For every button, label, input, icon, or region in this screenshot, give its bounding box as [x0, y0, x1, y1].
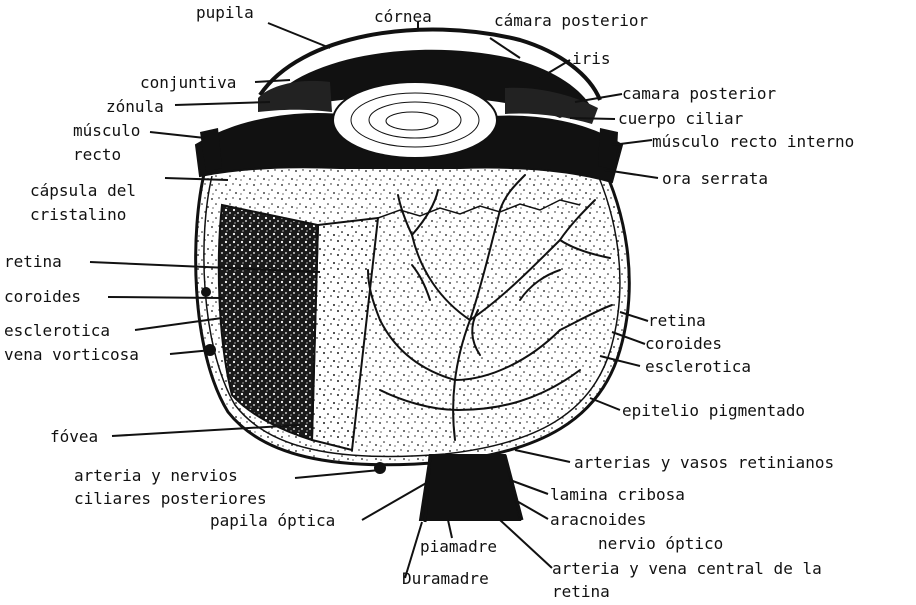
label-zonula: zónula	[106, 98, 164, 116]
label-pupila: pupila	[196, 4, 254, 22]
optic-nerve	[420, 455, 520, 520]
label-esclerotica-left: esclerotica	[4, 322, 110, 340]
label-vena-vorticosa: vena vorticosa	[4, 346, 139, 364]
label-musculo-recto-line1: músculo	[73, 122, 140, 140]
label-arteria-vena-line1: arteria y vena central de la	[552, 560, 822, 578]
label-coroides-right: coroides	[645, 335, 722, 353]
label-camara-posterior-right: camara posterior	[622, 85, 776, 103]
label-capsula-line2: cristalino	[30, 206, 126, 224]
label-coroides-left: coroides	[4, 288, 81, 306]
label-epitelio-pigmentado: epitelio pigmentado	[622, 402, 805, 420]
vorticose-vein-mark-2	[201, 287, 211, 297]
posterior-ciliary-mark	[374, 462, 386, 474]
muscle-rectus-right	[598, 128, 618, 170]
label-nervio-optico: nervio óptico	[598, 535, 723, 553]
label-arteria-vena-line2: retina	[552, 583, 610, 601]
label-iris: iris	[572, 50, 611, 68]
label-lamina-cribosa: lamina cribosa	[550, 486, 685, 504]
lens-nucleus	[386, 112, 438, 130]
label-musculo-recto-interno: músculo recto interno	[652, 133, 854, 151]
label-cuerpo-ciliar: cuerpo ciliar	[618, 110, 743, 128]
label-fovea: fóvea	[50, 428, 98, 446]
label-aracnoides: aracnoides	[550, 511, 646, 529]
label-esclerotica-right: esclerotica	[645, 358, 751, 376]
label-camara-posterior-top: cámara posterior	[494, 12, 648, 30]
label-arteria-nervios-line1: arteria y nervios	[74, 467, 238, 485]
label-arterias-vasos: arterias y vasos retinianos	[574, 454, 834, 472]
label-retina-left: retina	[4, 253, 62, 271]
label-musculo-recto-line2: recto	[73, 146, 121, 164]
label-capsula-line1: cápsula del	[30, 182, 136, 200]
label-conjuntiva: conjuntiva	[140, 74, 236, 92]
label-retina-right: retina	[648, 312, 706, 330]
label-piamadre: piamadre	[420, 538, 497, 556]
label-arteria-nervios-line2: ciliares posteriores	[74, 490, 267, 508]
label-duramadre: Duramadre	[402, 570, 489, 588]
label-cornea: córnea	[374, 8, 432, 26]
label-papila-optica: papila óptica	[210, 512, 335, 530]
label-ora-serrata: ora serrata	[662, 170, 768, 188]
